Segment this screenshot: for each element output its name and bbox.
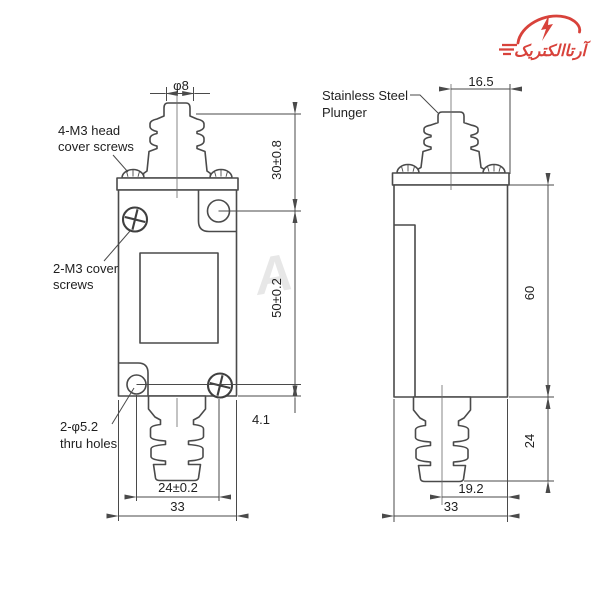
head-cover-screw-left [121, 168, 145, 179]
cover-screw-top-left [121, 205, 149, 234]
front-top-plate [116, 177, 239, 191]
label-thru-holes-line1: 2-φ5.2 [60, 419, 98, 434]
front-inner-cover-plate [139, 252, 219, 344]
logo-swoosh [516, 14, 582, 45]
dim-lower-center-offset: 19.2 [458, 481, 483, 496]
side-labels: Stainless Steel Plunger [322, 88, 439, 120]
dim-hole-bottom-offset: 4.1 [252, 412, 270, 427]
label-plunger-line2: Plunger [322, 105, 367, 120]
logo-brand-text: آرتاالکتریک [514, 40, 592, 61]
front-labels: 4-M3 head cover screws 2-M3 cover screws… [53, 123, 135, 451]
front-top-right-boss [197, 190, 237, 233]
dim-body-depth: 33 [444, 499, 458, 514]
dim-lower-plunger-length: 24 [522, 434, 537, 448]
side-dimensions: 16.5 60 24 19.2 33 [381, 74, 554, 522]
label-plunger-line1: Stainless Steel [322, 88, 408, 103]
label-head-screws-line2: cover screws [58, 139, 134, 154]
side-body [393, 184, 509, 398]
head-cover-screw-right [209, 168, 233, 179]
dim-body-height: 60 [522, 286, 537, 300]
dim-body-width: 33 [170, 499, 184, 514]
dim-upper-height: 30±0.8 [269, 140, 284, 180]
logo-lightning-icon [541, 15, 553, 41]
dim-plunger-diameter: φ8 [173, 78, 189, 93]
dim-plunger-center-offset: 16.5 [468, 74, 493, 89]
brand-logo: آرتاالکتریک [499, 14, 592, 61]
side-center-line [441, 84, 452, 505]
side-head-screw-right [482, 163, 506, 174]
side-view: 16.5 60 24 19.2 33 Stainless Steel Plung… [322, 74, 554, 522]
cover-screw-bottom-right [206, 371, 234, 400]
dim-hole-horizontal-spacing: 24±0.2 [158, 480, 198, 495]
front-bottom-left-boss [118, 362, 149, 396]
side-head-screw-left [396, 163, 420, 174]
label-thru-holes-line2: thru holes [60, 436, 118, 451]
front-dimensions: φ8 30±0.8 50±0.2 4.1 24±0.2 33 [106, 78, 301, 521]
logo-speed-lines [499, 43, 517, 56]
label-cover-screws-line2: screws [53, 277, 94, 292]
dim-hole-vertical-spacing: 50±0.2 [269, 278, 284, 318]
label-cover-screws-line1: 2-M3 cover [53, 261, 119, 276]
label-head-screws-line1: 4-M3 head [58, 123, 120, 138]
front-view: φ8 30±0.8 50±0.2 4.1 24±0.2 33 4-M3 head… [53, 78, 301, 521]
side-cover-step [394, 224, 416, 397]
